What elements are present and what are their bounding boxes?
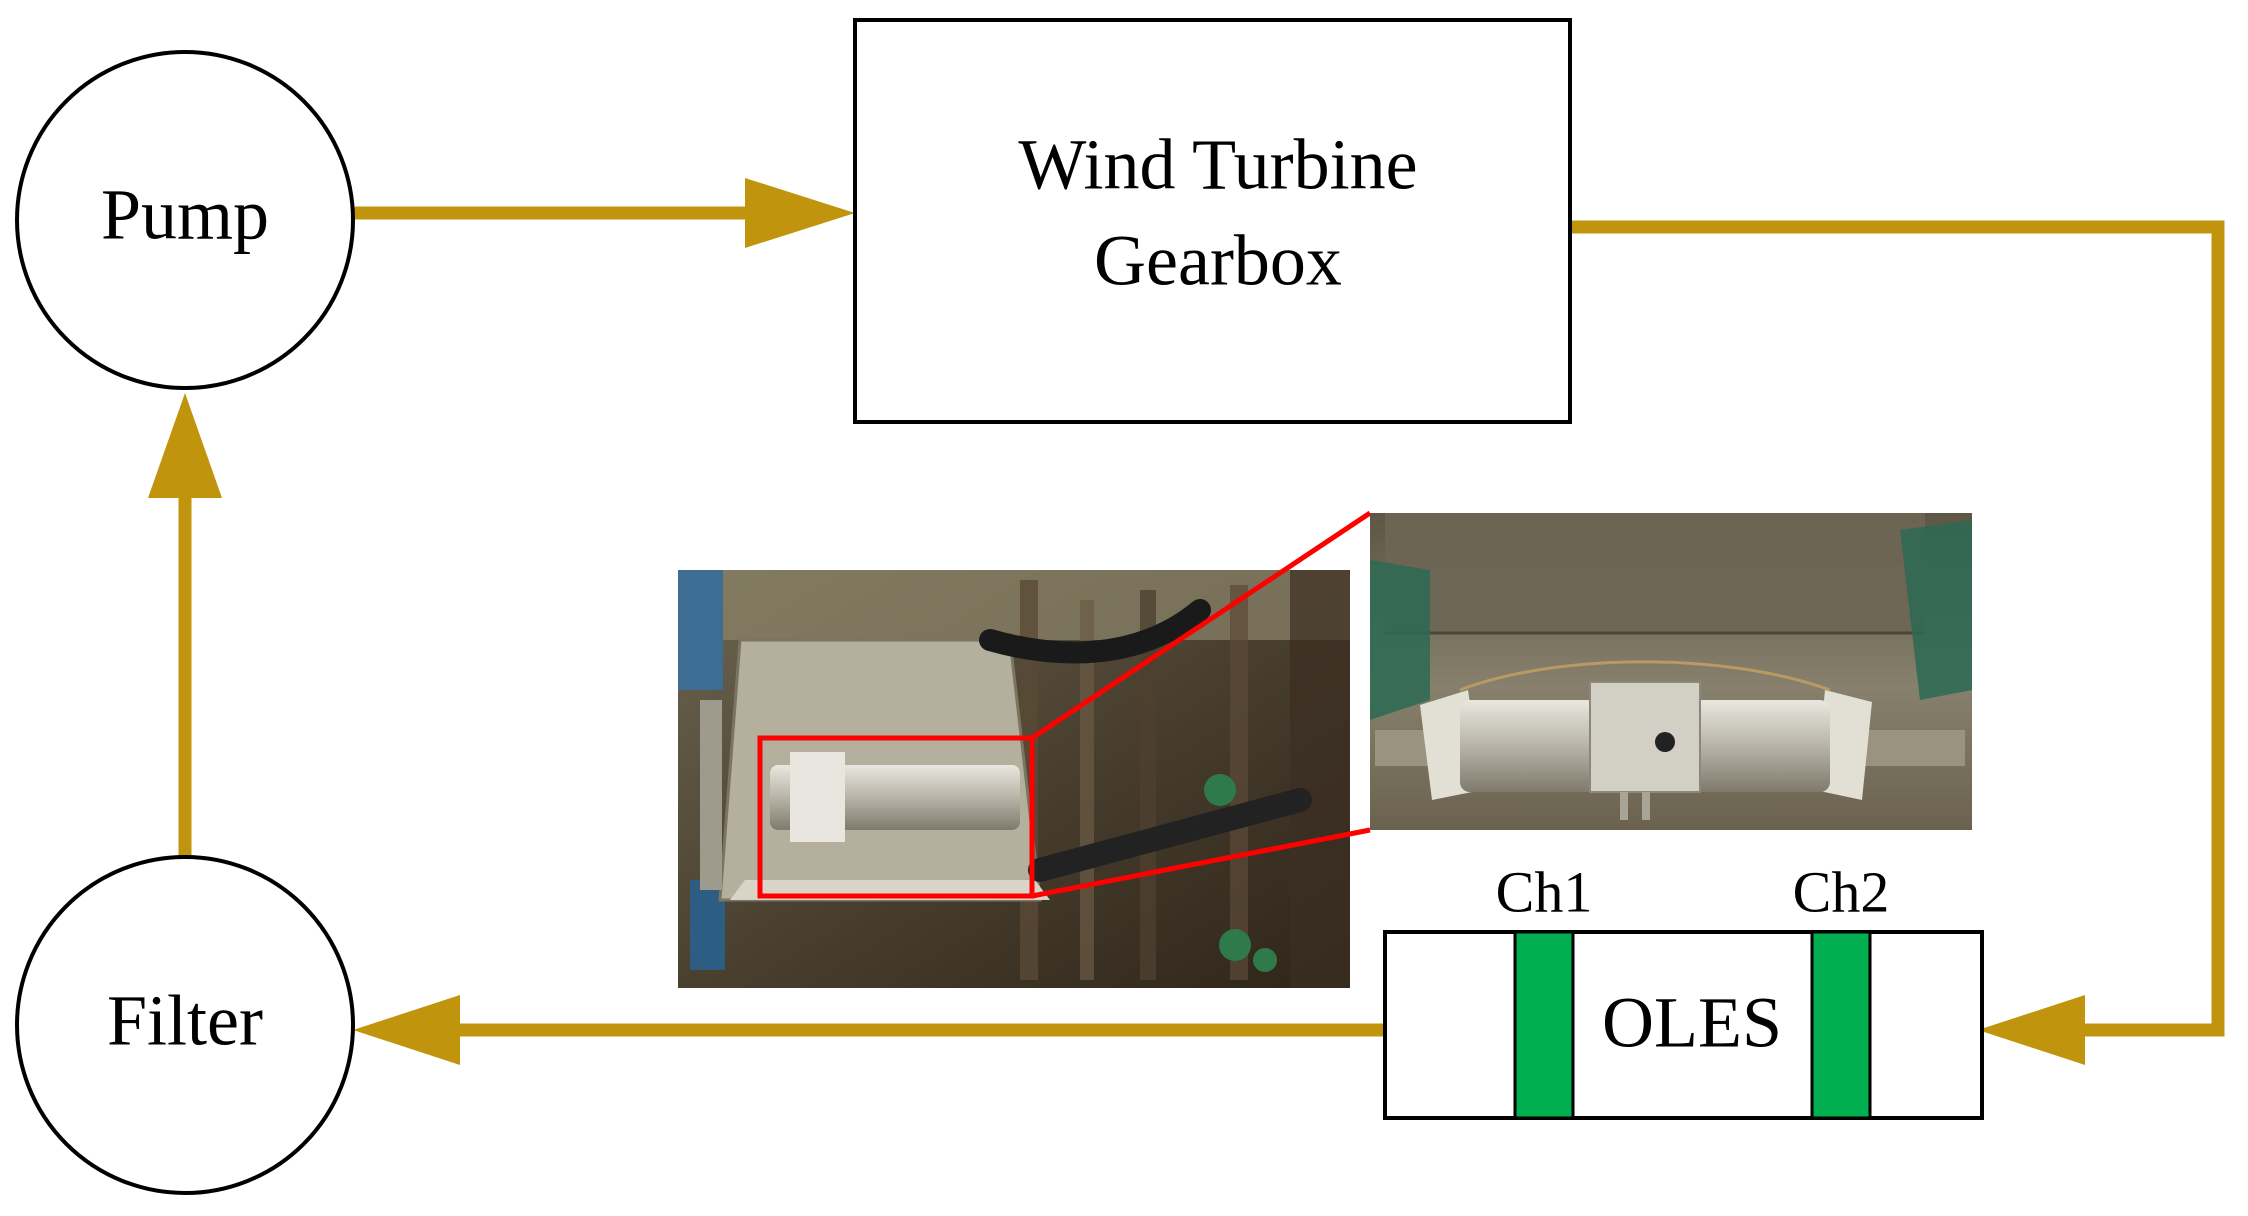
installation-photo xyxy=(678,570,1350,988)
oles-node: OLES Ch1 Ch2 xyxy=(1383,859,1984,1120)
zoom-connector-bottom xyxy=(1031,827,1371,899)
gearbox-label-line1: Wind Turbine xyxy=(1018,125,1417,205)
arrowhead-into-gearbox xyxy=(745,178,855,248)
gearbox-node: Wind Turbine Gearbox xyxy=(853,18,1572,424)
arrowhead-into-pump xyxy=(148,393,222,498)
gearbox-box xyxy=(853,18,1572,424)
ch2-band xyxy=(1810,930,1872,1120)
flow-lines xyxy=(148,178,2225,1065)
ch2-label: Ch2 xyxy=(1793,859,1890,924)
ch1-band xyxy=(1513,930,1575,1120)
oles-box xyxy=(1383,930,1984,1120)
pump-label: Pump xyxy=(101,175,269,255)
zoom-region-box xyxy=(757,735,1035,899)
pump-circle xyxy=(15,50,355,390)
filter-label: Filter xyxy=(107,981,263,1061)
pump-node: Pump xyxy=(15,50,355,390)
zoom-connector-top xyxy=(1030,510,1372,741)
gearbox-label-line2: Gearbox xyxy=(1094,221,1342,301)
zoomed-sensor-photo xyxy=(1370,513,1972,830)
arrowhead-into-oles xyxy=(1978,995,2085,1065)
ch1-label: Ch1 xyxy=(1496,859,1593,924)
filter-node: Filter xyxy=(15,855,355,1195)
filter-circle xyxy=(15,855,355,1195)
oles-label: OLES xyxy=(1602,983,1782,1063)
flow-gearbox-to-oles xyxy=(1558,220,2225,1037)
arrowhead-into-filter xyxy=(353,995,460,1065)
